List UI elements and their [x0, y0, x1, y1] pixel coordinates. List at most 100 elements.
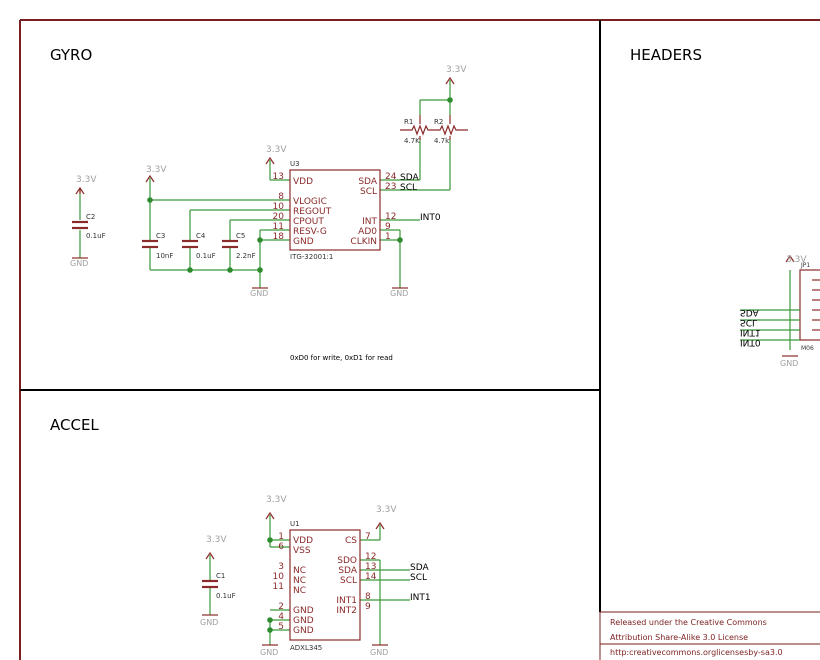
resistor-r2-symbol: [434, 124, 468, 136]
license-line-1: Released under the Creative Commons: [610, 618, 767, 627]
gyro-pin-num-23: 23: [385, 182, 396, 192]
accel-pin-name-nc-1: NC: [293, 566, 306, 576]
gyro-pin-num-20: 20: [273, 212, 285, 222]
license-block: Released under the Creative Commons Attr…: [599, 611, 820, 660]
capacitor-c1-value: 0.1uF: [216, 592, 236, 600]
accel-pin-name-gnd-1: GND: [293, 606, 314, 616]
accel-chip-body: [289, 529, 361, 641]
gyro-pin-num-12: 12: [385, 212, 396, 222]
accel-pin-name-scl: SCL: [340, 576, 357, 586]
capacitor-c3-ref: C3: [156, 232, 165, 240]
power-label-accel-vdd: 3.3V: [266, 495, 287, 505]
accel-pin-num-5: 5: [278, 622, 284, 632]
gyro-capacitors: [72, 220, 238, 249]
ground-label-c2: GND: [70, 259, 88, 268]
gyro-pin-num-8: 8: [278, 192, 284, 202]
accel-pin-name-nc-3: NC: [293, 586, 306, 596]
power-label-vlogic: 3.3V: [146, 165, 167, 175]
sheet-frame: [19, 19, 820, 660]
accel-pin-num-10: 10: [273, 572, 285, 582]
accel-pin-name-vss: VSS: [293, 546, 311, 556]
accel-pin-num-2: 2: [278, 602, 284, 612]
section-title-accel: ACCEL: [50, 416, 99, 434]
header-net-int1: INT1: [740, 327, 761, 337]
accel-capacitor: [202, 579, 218, 589]
accel-net-scl: SCL: [410, 573, 427, 583]
resistor-r2-ref: R2: [434, 118, 443, 126]
accel-pin-name-vdd: VDD: [293, 536, 313, 546]
gyro-pin-name-scl: SCL: [360, 187, 377, 197]
accel-chip-ref: U1: [290, 520, 300, 528]
gyro-wires: [79, 80, 451, 288]
header-net-scl: SCL: [740, 317, 757, 327]
gyro-pin-name-regout: REGOUT: [293, 207, 332, 217]
accel-pin-num-13: 13: [365, 562, 376, 572]
accel-pin-num-11: 11: [273, 582, 284, 592]
gyro-resistors: [400, 115, 468, 140]
accel-pin-num-12: 12: [365, 552, 376, 562]
power-label-pullup: 3.3V: [446, 65, 467, 75]
capacitor-c2-value: 0.1uF: [86, 232, 106, 240]
gyro-pin-name-sda: SDA: [358, 177, 377, 187]
gyro-right-pins: 24 SDA 23 SCL 12 INT 9 AD0 1 CLKIN: [350, 172, 396, 247]
accel-net-int1: INT1: [410, 593, 431, 603]
gyro-net-scl: SCL: [400, 183, 417, 193]
gyro-ground-symbols: [72, 257, 408, 289]
gyro-net-int0: INT0: [420, 213, 441, 223]
capacitor-c4-value: 0.1uF: [196, 252, 216, 260]
accel-pin-num-7: 7: [365, 532, 371, 542]
capacitor-c1-ref: C1: [216, 572, 225, 580]
gyro-chip-ref: U3: [290, 160, 300, 168]
ground-label-header: GND: [780, 359, 798, 368]
resistor-r1-symbol: [400, 124, 434, 136]
capacitor-c2-ref: C2: [86, 213, 95, 221]
accel-pin-name-int2: INT2: [336, 606, 357, 616]
gyro-pin-name-cpout: CPOUT: [293, 217, 324, 227]
resistor-r2-value: 4.7k: [434, 137, 450, 145]
gyro-chip-body: [289, 169, 381, 251]
accel-pin-name-int1: INT1: [336, 596, 357, 606]
accel-junctions: [267, 537, 273, 633]
section-title-gyro: GYRO: [50, 46, 92, 64]
gyro-pin-num-11: 11: [273, 222, 284, 232]
power-label-accel-cs: 3.3V: [376, 505, 397, 515]
accel-pin-name-nc-2: NC: [293, 576, 306, 586]
gyro-pin-num-18: 18: [273, 232, 285, 242]
capacitor-c4-ref: C4: [196, 232, 206, 240]
gyro-left-pins: 13 VDD 8 VLOGIC 10 REGOUT 20 CPOUT 11 RE…: [273, 172, 332, 247]
capacitor-c3-symbol: [142, 239, 158, 249]
license-line-2: Attribution Share-Alike 3.0 License: [610, 633, 748, 642]
gyro-pin-name-ad0: AD0: [358, 227, 377, 237]
accel-pin-name-gnd-2: GND: [293, 616, 314, 626]
gyro-pin-name-clkin: CLKIN: [350, 237, 377, 247]
capacitor-c5-ref: C5: [236, 232, 245, 240]
accel-pin-name-sdo: SDO: [337, 556, 357, 566]
accel-left-pins: 1 VDD 6 VSS 3 NC 10 NC 11 NC 2 GND 4 GND…: [273, 532, 314, 636]
gyro-pin-name-gnd: GND: [293, 237, 314, 247]
accel-right-pins: 7 CS 12 SDO 13 SDA 14 SCL 8 INT1 9 INT2: [336, 532, 376, 616]
capacitor-c2-symbol: [72, 220, 88, 230]
gyro-pin-num-10: 10: [273, 202, 285, 212]
header-part: M06: [801, 345, 814, 352]
gyro-pin-num-13: 13: [273, 172, 284, 182]
accel-power-symbols: [202, 511, 388, 646]
section-title-headers: HEADERS: [630, 46, 702, 64]
accel-pin-num-9: 9: [365, 602, 371, 612]
gyro-pin-num-24: 24: [385, 172, 397, 182]
accel-net-sda: SDA: [410, 563, 429, 573]
ground-label-accel: GND: [260, 648, 278, 657]
power-label-header: 3.3V: [786, 255, 807, 265]
gyro-pin-num-1: 1: [385, 232, 391, 242]
accel-pin-num-14: 14: [365, 572, 377, 582]
gyro-pin-name-int: INT: [362, 217, 377, 227]
ground-label-gyro: GND: [250, 289, 268, 298]
ground-label-clkin: GND: [390, 289, 408, 298]
header-net-labels: SDA SCL INT1 INT0: [740, 307, 761, 347]
license-line-3: http:creativecommons.orglicensesby-sa3.0: [610, 648, 783, 657]
accel-pin-name-gnd-3: GND: [293, 626, 314, 636]
power-label-c2: 3.3V: [76, 175, 97, 185]
gyro-chip-part: ITG-32001:1: [290, 253, 333, 261]
accel-pin-name-cs: CS: [345, 536, 357, 546]
gyro-power-symbols: [75, 76, 455, 195]
